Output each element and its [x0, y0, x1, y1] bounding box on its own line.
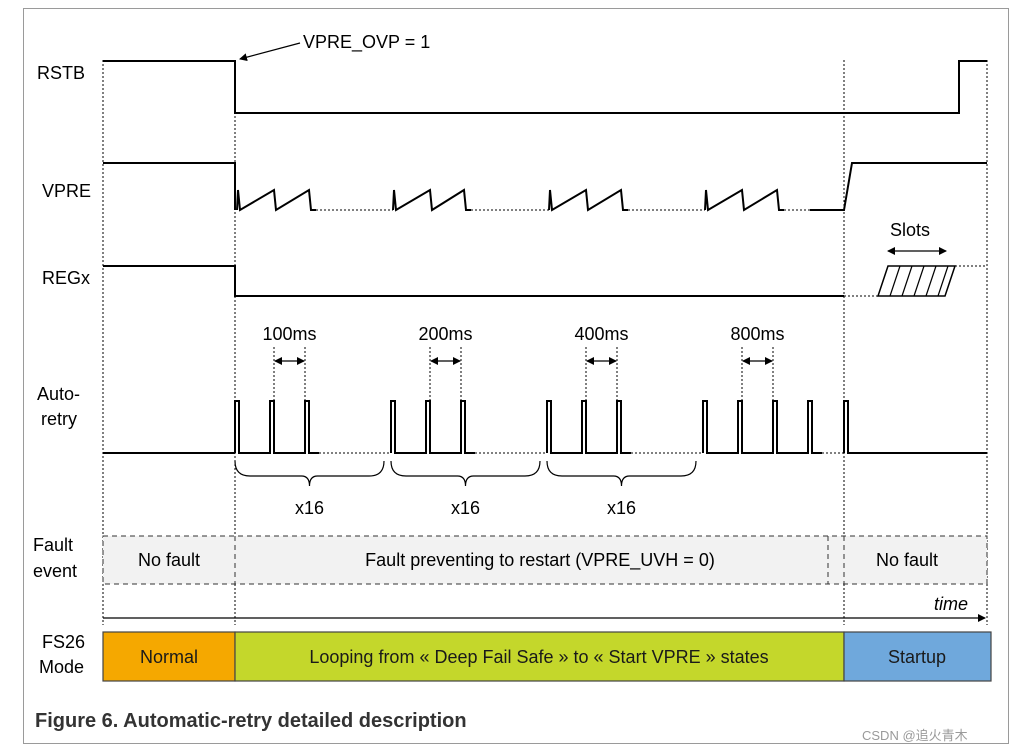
repeat-label: x16: [607, 498, 636, 518]
retry-pulse-group: [546, 400, 631, 454]
regx-waveform: [103, 265, 844, 297]
mode-startup: [843, 631, 992, 682]
fault-event-recovered: No fault: [876, 550, 938, 570]
retry-final-pulse: [843, 400, 987, 454]
autoretry-label-2: retry: [41, 409, 77, 429]
vpre-label: VPRE: [42, 181, 91, 201]
mode-label-1: FS26: [42, 632, 85, 652]
repeat-label: x16: [295, 498, 324, 518]
slots-label: Slots: [890, 220, 930, 240]
repeat-label: x16: [451, 498, 480, 518]
time-label: time: [934, 594, 968, 614]
vpre-spike-burst: [236, 188, 316, 212]
regx-slots-hatch: [889, 265, 949, 297]
retry-pulse-group: [234, 400, 319, 454]
fault-label-1: Fault: [33, 535, 73, 555]
mode-normal-label: Normal: [140, 647, 198, 667]
mode-looping-label: Looping from « Deep Fail Safe » to « Sta…: [309, 647, 768, 667]
repeat-brace: [546, 460, 697, 487]
repeat-brace: [234, 460, 385, 487]
retry-pulse-group: [390, 400, 475, 454]
figure-caption: Figure 6. Automatic-retry detailed descr…: [35, 710, 467, 732]
ovp-annotation: VPRE_OVP = 1: [303, 32, 430, 53]
vpre-restart-ramp: [810, 162, 987, 211]
interval-label: 400ms: [574, 324, 628, 344]
mode-looping: [234, 631, 845, 682]
rstb-label: RSTB: [37, 63, 85, 83]
mode-label-2: Mode: [39, 657, 84, 677]
fault-event-normal: No fault: [138, 550, 200, 570]
watermark: CSDN @追火青木: [862, 728, 968, 743]
mode-normal: [102, 631, 236, 682]
ovp-arrow: [239, 42, 301, 62]
vpre-high-segment: [103, 162, 236, 210]
repeat-brace: [390, 460, 541, 487]
autoretry-label-1: Auto-: [37, 384, 80, 404]
retry-pulse-group: [702, 400, 822, 454]
rstb-waveform: [103, 60, 987, 114]
interval-label: 800ms: [730, 324, 784, 344]
autoretry-pulse-train: [103, 400, 987, 454]
mode-startup-label: Startup: [888, 647, 946, 667]
interval-markers: 100ms 200ms 400ms 800ms: [262, 324, 785, 401]
figure-frame: [23, 8, 1009, 744]
regx-label: REGx: [42, 268, 90, 288]
fault-event-fault: Fault preventing to restart (VPRE_UVH = …: [365, 550, 715, 571]
fault-label-2: event: [33, 561, 77, 581]
vpre-spike-burst: [548, 188, 628, 212]
vpre-spike-burst: [392, 188, 471, 212]
repeat-braces: x16 x16 x16: [234, 460, 697, 518]
fault-row: [102, 535, 988, 585]
interval-label: 100ms: [262, 324, 316, 344]
vpre-pulse-train: [236, 188, 810, 212]
interval-label: 200ms: [418, 324, 472, 344]
vpre-spike-burst: [704, 188, 784, 212]
